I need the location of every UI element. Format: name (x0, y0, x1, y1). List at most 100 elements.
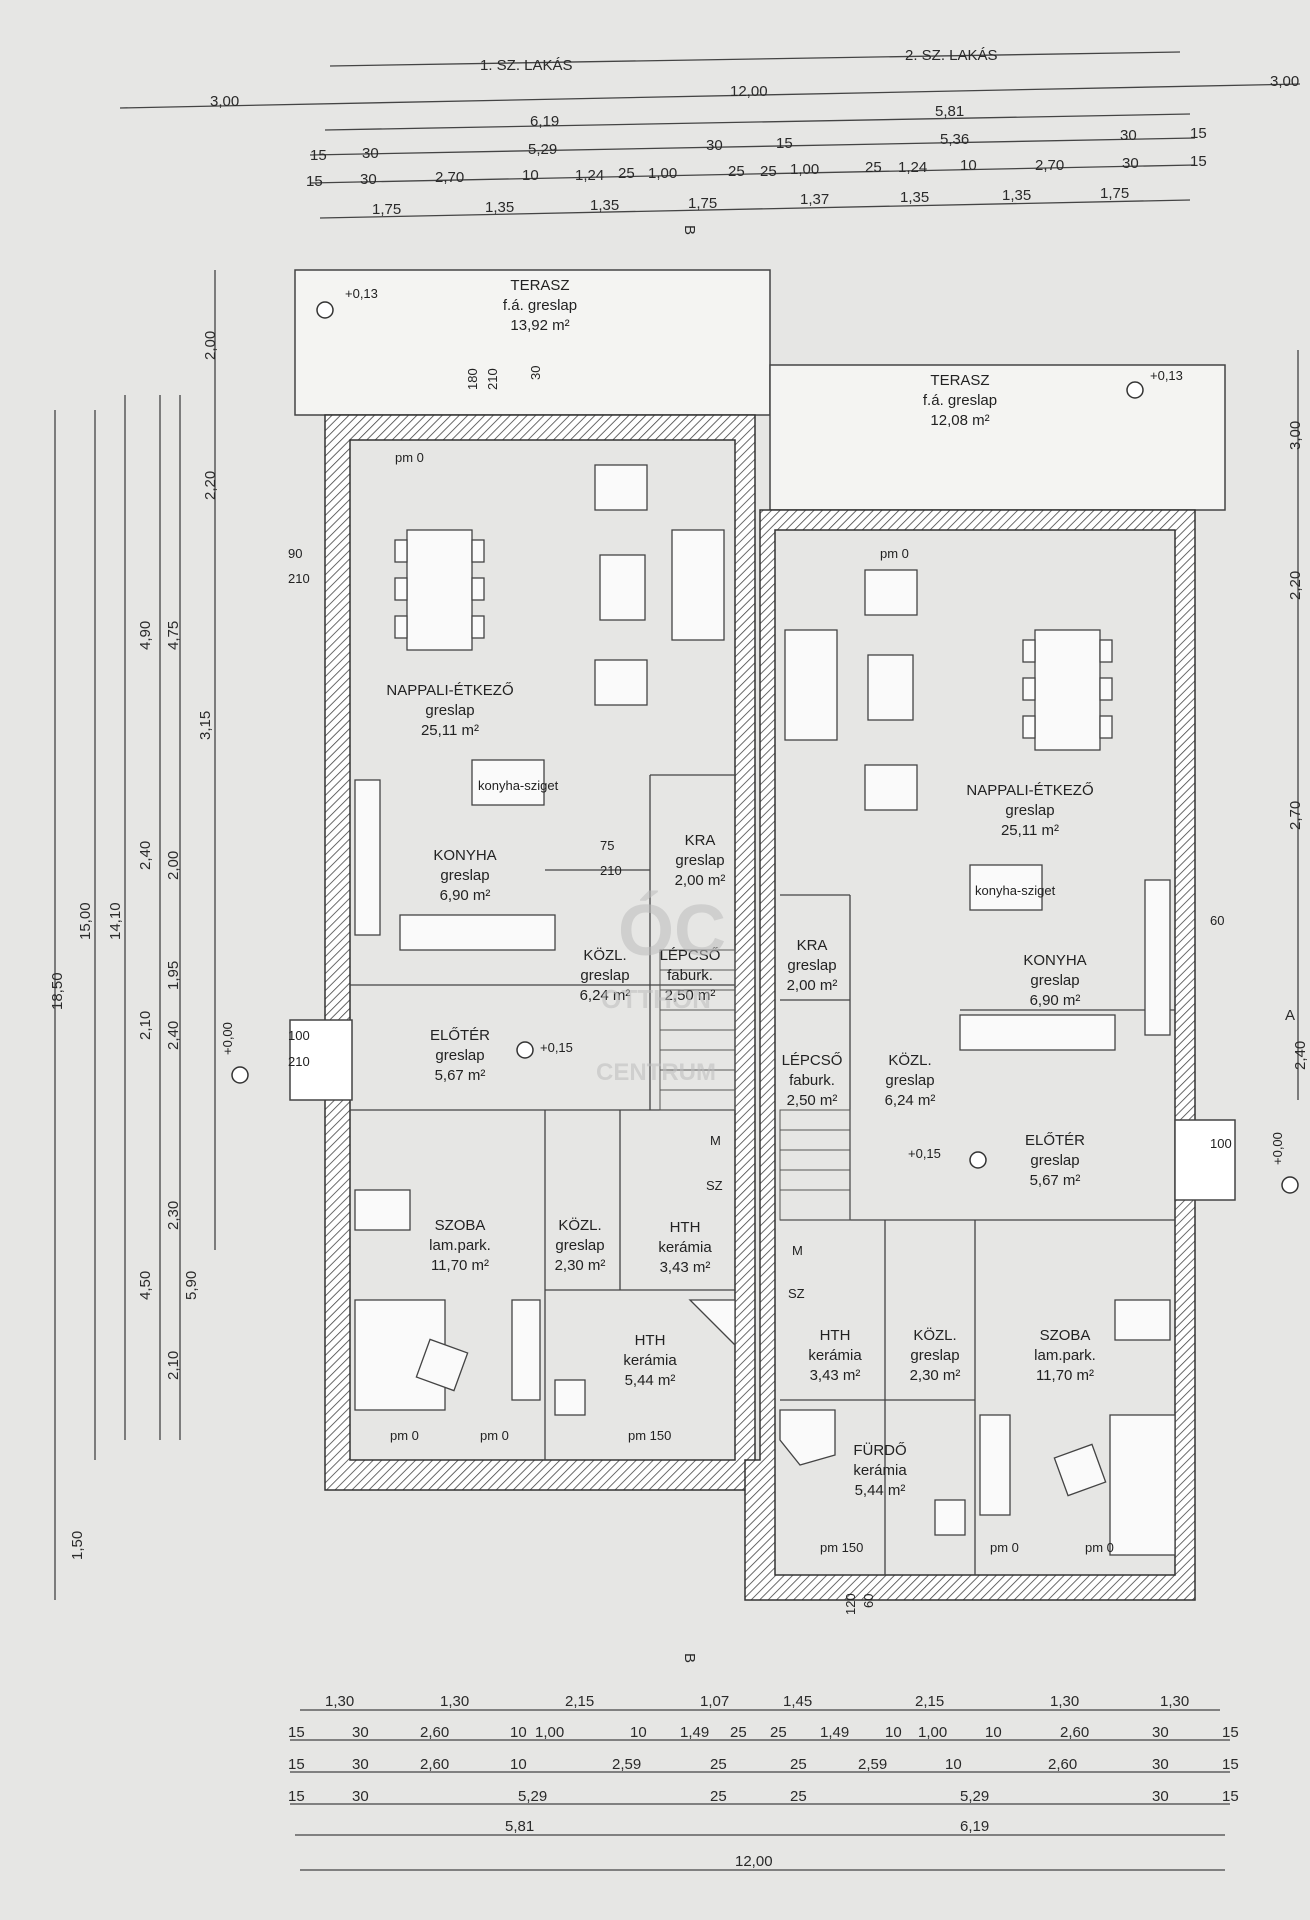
dim-text: 5,81 (935, 103, 964, 120)
dim-text: 10 (945, 1756, 962, 1773)
room-labels: TERASZ f.á. greslap 13,92 m² TERASZ f.á.… (386, 277, 1095, 1499)
room-name: HTH (820, 1327, 851, 1344)
dim-text: 5,29 (528, 141, 557, 158)
watermark-line1: OTTHON (601, 984, 711, 1014)
dim-text: 1,35 (590, 197, 619, 214)
dim-text: 12,00 (735, 1853, 773, 1870)
watermark-logo: ÓC (618, 890, 726, 971)
dim-text: 1,75 (372, 201, 401, 218)
dim-text: 30 (1152, 1724, 1169, 1741)
dim-text: 1,00 (535, 1724, 564, 1741)
room-area: 2,00 m² (787, 977, 838, 994)
dim-text: 25 (728, 163, 745, 180)
opening-label: 30 (528, 366, 543, 380)
opening-label: 210 (288, 1054, 310, 1069)
fixture-m-label: M (792, 1243, 803, 1258)
dim-text: 30 (1152, 1756, 1169, 1773)
dim-text: 30 (352, 1756, 369, 1773)
dim-text: 1,24 (898, 159, 927, 176)
room-name: HTH (670, 1219, 701, 1236)
room-floor: lam.park. (429, 1237, 491, 1254)
room-name: HTH (635, 1332, 666, 1349)
room-floor: greslap (787, 957, 836, 974)
dim-text: 5,36 (940, 131, 969, 148)
unit2-label: 2. SZ. LAKÁS (905, 47, 998, 64)
dim-text: 25 (710, 1788, 727, 1805)
dim-text: 30 (1120, 127, 1137, 144)
room-name: TERASZ (930, 372, 989, 389)
section-mark-right: A (1285, 1007, 1295, 1024)
terraces (294, 269, 1226, 511)
opening-label: 60 (1210, 913, 1224, 928)
dim-text: 10 (885, 1724, 902, 1741)
room-area: 13,92 m² (510, 317, 569, 334)
room-name: KONYHA (433, 847, 496, 864)
opening-label: 60 (861, 1594, 876, 1608)
dim-text: 2,40 (137, 841, 154, 870)
dim-text: 1,75 (688, 195, 717, 212)
dim-text: 2,70 (435, 169, 464, 186)
room-name: ELŐTÉR (1025, 1132, 1085, 1149)
room-floor: greslap (910, 1347, 959, 1364)
dim-text: 18,50 (49, 972, 66, 1010)
kitchen-island-label: konyha-sziget (478, 778, 559, 793)
opening-label: 90 (288, 546, 302, 561)
dim-text: 3,15 (197, 711, 214, 740)
dim-text: 1,07 (700, 1693, 729, 1710)
dim-text: 2,15 (915, 1693, 944, 1710)
dim-text: 15 (306, 173, 323, 190)
furniture-right (779, 569, 1176, 1556)
dim-text: 1,35 (900, 189, 929, 206)
room-name: KÖZL. (888, 1051, 931, 1069)
dim-text: 2,20 (1287, 571, 1304, 600)
room-floor: kerámia (853, 1462, 907, 1479)
dim-text: 10 (510, 1756, 527, 1773)
dim-text: 25 (618, 165, 635, 182)
room-name: KÖZL. (583, 946, 626, 964)
dim-text: 1,00 (790, 161, 819, 178)
room-name: SZOBA (1040, 1327, 1091, 1344)
room-area: 2,50 m² (787, 1092, 838, 1109)
pm-label: pm 150 (628, 1428, 671, 1443)
pm-label: pm 0 (395, 450, 424, 465)
dim-text: 15 (288, 1756, 305, 1773)
room-area: 3,43 m² (660, 1259, 711, 1276)
dim-text: 14,10 (107, 902, 124, 940)
room-floor: greslap (580, 967, 629, 984)
dim-text: 1,49 (680, 1724, 709, 1741)
left-dimensions: 18,50 15,00 14,10 4,90 4,75 3,15 2,40 2,… (49, 270, 219, 1600)
dim-text: 5,29 (960, 1788, 989, 1805)
dim-text: 3,00 (210, 93, 239, 110)
dim-text: 2,70 (1287, 801, 1304, 830)
room-floor: greslap (1005, 802, 1054, 819)
level-entry-right: +0,00 (1270, 1132, 1285, 1165)
unit1-label: 1. SZ. LAKÁS (480, 57, 573, 74)
opening-label: 100 (288, 1028, 310, 1043)
room-area: 25,11 m² (421, 722, 479, 739)
room-area: 3,43 m² (810, 1367, 861, 1384)
room-area: 2,30 m² (910, 1367, 961, 1384)
dim-text: 5,90 (183, 1271, 200, 1300)
dim-text: 25 (790, 1788, 807, 1805)
room-name: FÜRDŐ (853, 1441, 906, 1459)
opening-labels: 90 210 75 210 100 210 180 210 30 120 60 … (288, 366, 1232, 1615)
dim-text: 30 (352, 1788, 369, 1805)
level-markers: +0,13 +0,13 +0,00 +0,00 +0,15 +0,15 (220, 286, 1299, 1194)
level-hall-left: +0,15 (540, 1040, 573, 1055)
dim-text: 30 (360, 171, 377, 188)
pm-label: pm 0 (480, 1428, 509, 1443)
bottom-dimensions: 1,30 1,30 2,15 1,07 1,45 2,15 1,30 1,30 … (288, 1693, 1239, 1871)
dim-text: 15 (288, 1788, 305, 1805)
room-floor: f.á. greslap (503, 297, 577, 314)
dim-text: 15 (1222, 1724, 1239, 1741)
dim-text: 25 (710, 1756, 727, 1773)
dim-text: 2,70 (1035, 157, 1064, 174)
dim-text: 25 (790, 1756, 807, 1773)
dim-text: 2,60 (1048, 1756, 1077, 1773)
dim-text: 10 (960, 157, 977, 174)
room-floor: greslap (440, 867, 489, 884)
watermark-line2: CENTRUM (596, 1059, 716, 1086)
dim-text: 2,40 (165, 1021, 182, 1050)
dim-text: 1,35 (1002, 187, 1031, 204)
